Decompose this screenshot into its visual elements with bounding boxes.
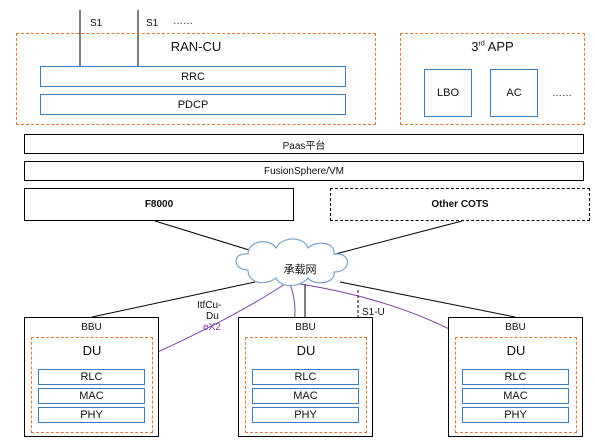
ac-box: AC <box>490 69 538 117</box>
itfcu-label: ItfCu- <box>197 300 222 311</box>
app-more-label: …… <box>552 88 572 99</box>
phy-box: PHY <box>38 407 145 423</box>
du-label: DU <box>82 343 102 358</box>
other-cots-box: Other COTS <box>330 188 590 221</box>
cloud-to-bbu-1 <box>91 281 256 318</box>
paas-platform-bar: Paas平台 <box>24 134 584 154</box>
du-label: DU <box>506 343 526 358</box>
phy-box: PHY <box>252 407 359 423</box>
ran-cu-title: RAN-CU <box>170 39 222 54</box>
f8000-box: F8000 <box>24 188 294 221</box>
s1u-label: S1-U <box>362 307 385 318</box>
du-label: DU <box>296 343 316 358</box>
mac-box: MAC <box>252 388 359 404</box>
rlc-box: RLC <box>462 369 569 385</box>
du-group-1: DU <box>31 337 153 433</box>
third-party-app-group: 3rd APP <box>400 33 585 125</box>
rlc-box: RLC <box>38 369 145 385</box>
cloud-shape <box>235 238 349 287</box>
ex2-line-du1 <box>139 283 286 361</box>
s1-more-label: …… <box>173 16 193 27</box>
du-group-2: DU <box>245 337 367 433</box>
pdcp-box: PDCP <box>40 94 346 115</box>
phy-box: PHY <box>462 407 569 423</box>
rrc-box: RRC <box>40 66 346 87</box>
du-interface-label: Du <box>206 311 219 322</box>
lbo-box: LBO <box>424 69 472 117</box>
mac-box: MAC <box>462 388 569 404</box>
app-title: 3rd APP <box>471 39 514 54</box>
du-group-3: DU <box>455 337 577 433</box>
ex2-label: eX2 <box>203 322 221 333</box>
rlc-box: RLC <box>252 369 359 385</box>
s1-label-b: S1 <box>146 18 159 29</box>
ran-cu-group: RAN-CU <box>16 33 376 125</box>
s1-label-a: S1 <box>90 18 103 29</box>
bbu-label: BBU <box>295 322 316 333</box>
fusionsphere-vm-bar: FusionSphere/VM <box>24 161 584 181</box>
cloud-to-bbu-3 <box>339 281 516 318</box>
mac-box: MAC <box>38 388 145 404</box>
cloud-label: 承载网 <box>283 264 317 276</box>
bbu-label: BBU <box>81 322 102 333</box>
cots-to-cloud <box>319 220 463 259</box>
bbu-label: BBU <box>505 322 526 333</box>
